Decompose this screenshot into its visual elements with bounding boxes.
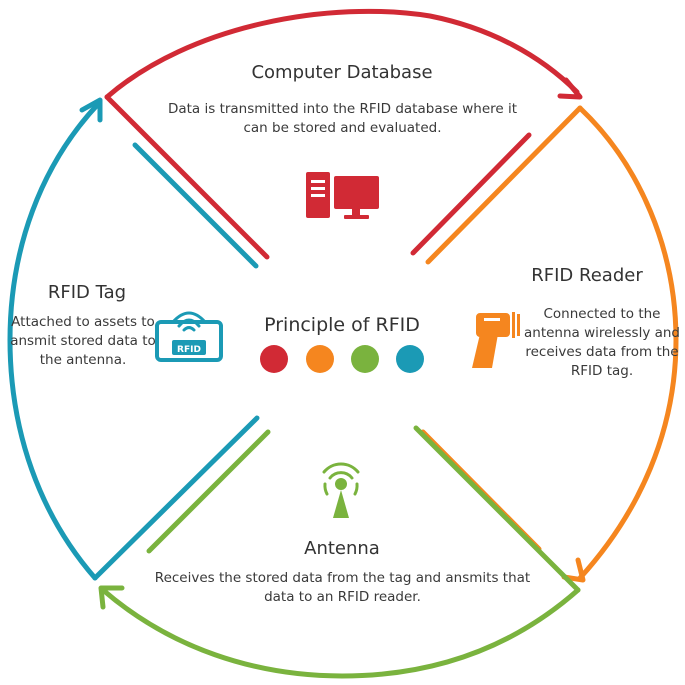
center-dot-red — [260, 345, 288, 373]
center-dot-blue — [396, 345, 424, 373]
antenna-icon — [322, 462, 360, 518]
antenna-frame — [98, 425, 581, 679]
barcode-scanner-icon — [472, 312, 520, 368]
database-title: Computer Database — [251, 62, 433, 83]
svg-text:RFID: RFID — [177, 345, 201, 355]
database-description: Data is transmitted into the RFID databa… — [167, 101, 518, 136]
antenna-description: Receives the stored data from the tag an… — [154, 570, 531, 605]
database-frame — [104, 8, 583, 260]
rfid-tag-icon: RFID — [155, 311, 223, 362]
reader-description: Connected to the antenna wirelessly and … — [523, 306, 680, 379]
center-dot-green — [351, 345, 379, 373]
antenna-title: Antenna — [304, 538, 380, 559]
tag-frame — [7, 97, 260, 581]
computer-icon — [306, 172, 379, 219]
reader-title: RFID Reader — [531, 265, 643, 286]
center-title: Principle of RFID — [264, 314, 420, 336]
tag-title: RFID Tag — [47, 282, 127, 303]
center-dot-orange — [306, 345, 334, 373]
tag-description: Attached to assets to ansmit stored data… — [10, 314, 156, 368]
